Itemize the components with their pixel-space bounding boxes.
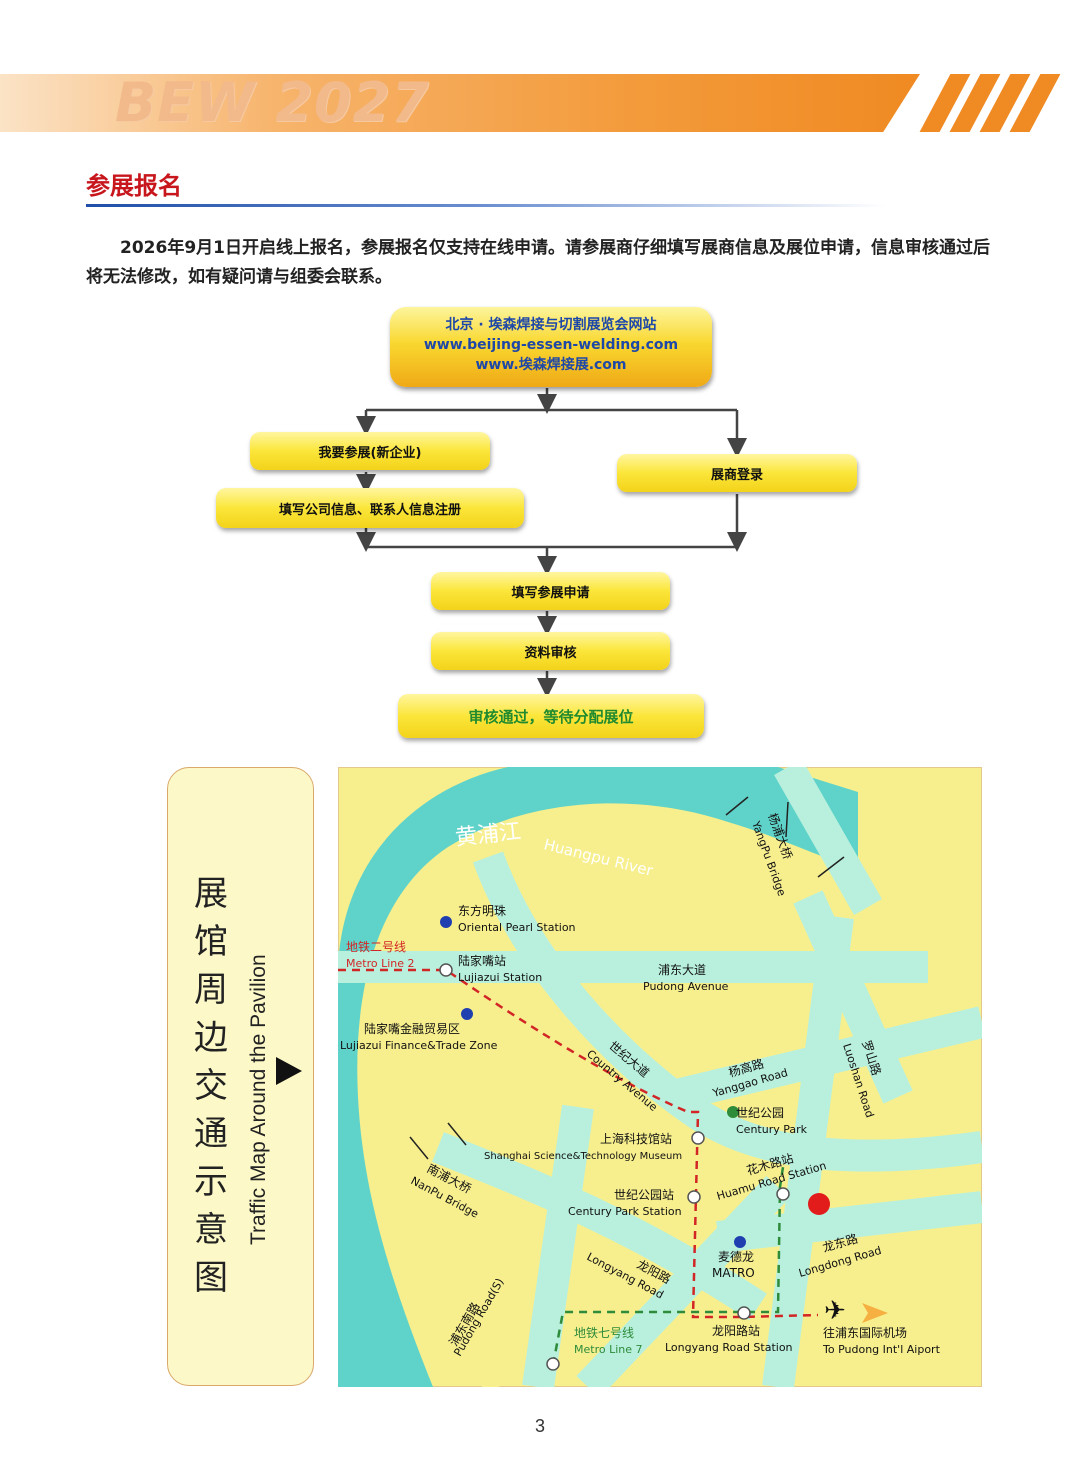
museum-station-icon [691,1131,705,1145]
intro-paragraph: 2026年9月1日开启线上报名，参展报名仅支持在线申请。请参展商仔细填写展商信息… [86,238,990,287]
map-title-cn: 展馆周边交通示意图 [194,874,228,1298]
arrow-right-icon [276,1057,302,1085]
section-divider [86,204,886,207]
apply-box[interactable]: 填写参展申请 [431,572,670,610]
airport-arrow-icon [862,1303,888,1323]
finance-label-en: Lujiazui Finance&Trade Zone [340,1039,498,1052]
pudong-ave-label-en: Pudong Avenue [643,980,729,993]
banner-strip [0,74,920,132]
lujiazui-station-icon [439,963,453,977]
website-url[interactable]: www.beijing-essen-welding.com [423,337,679,353]
longyang-station-icon [737,1306,751,1320]
venue-marker [808,1193,830,1215]
museum-label-cn: 上海科技馆站 [600,1131,672,1146]
map-title-en: Traffic Map Around the Pavilion [247,954,270,1245]
metro7-label-cn: 地铁七号线 [574,1326,634,1340]
banner-title: BEW 2027 [115,71,430,134]
header-banner: BEW 2027 [0,74,1080,132]
review-box: 资料审核 [431,632,670,670]
finance-zone-marker [461,1008,473,1020]
metro2-label-en: Metro Line 2 [346,957,415,970]
huamu-station-icon [776,1187,790,1201]
page-number: 3 [534,1416,545,1436]
park-label-en: Century Park [736,1123,808,1136]
finance-label-cn: 陆家嘴金融贸易区 [364,1021,460,1036]
register-box[interactable]: 填写公司信息、联系人信息注册 [216,488,524,528]
park-label-cn: 世纪公园 [736,1106,784,1120]
matro-label-en: MATRO [712,1266,755,1280]
road-network [338,767,982,1387]
metro7-terminal-icon [546,1357,560,1371]
century-park-marker [727,1106,739,1118]
century-station-label-cn: 世纪公园站 [614,1188,674,1202]
oriental-label-cn: 东方明珠 [458,903,506,918]
century-station-label-en: Century Park Station [568,1205,682,1218]
pudong-ave-label-cn: 浦东大道 [658,963,706,977]
metro-line-2 [338,968,819,1319]
museum-label-en: Shanghai Science&Technology Museum [484,1151,682,1162]
new-exhibitor-box[interactable]: 我要参展(新企业) [250,432,490,470]
oriental-pearl-marker [440,916,452,928]
airport-label-en: To Pudong Int'l Aiport [822,1343,941,1356]
lujiazui-label-cn: 陆家嘴站 [458,953,506,968]
website-url-alt[interactable]: www.埃森焊接展.com [475,357,627,373]
oriental-label-en: Oriental Pearl Station [458,921,576,934]
website-box[interactable]: 北京 · 埃森焊接与切割展览会网站 www.beijing-essen-weld… [390,307,712,387]
lujiazui-label-en: Lujiazui Station [458,971,542,984]
metro7-label-en: Metro Line 7 [574,1343,643,1356]
approved-box: 审核通过，等待分配展位 [398,694,704,738]
longyang-station-label-cn: 龙阳路站 [712,1323,760,1338]
metro-line-7 [551,1166,785,1366]
traffic-map: ✈ 黄浦江 Huangpu River 杨浦大桥 YangPu Bridge 东… [338,767,982,1387]
flowchart-connectors [356,388,747,698]
matro-marker [734,1236,746,1248]
airplane-icon: ✈ [824,1296,846,1326]
metro2-label-cn: 地铁二号线 [346,940,406,954]
section-title: 参展报名 [86,172,182,200]
bridge-marks [409,796,845,1160]
matro-label-cn: 麦德龙 [718,1249,754,1264]
website-name: 北京 · 埃森焊接与切割展览会网站 [445,317,657,333]
century-park-station-icon [687,1190,701,1204]
exhibitor-login-box[interactable]: 展商登录 [617,454,857,492]
longyang-station-label-en: Longyang Road Station [665,1341,793,1354]
airport-label-cn: 往浦东国际机场 [823,1325,907,1340]
